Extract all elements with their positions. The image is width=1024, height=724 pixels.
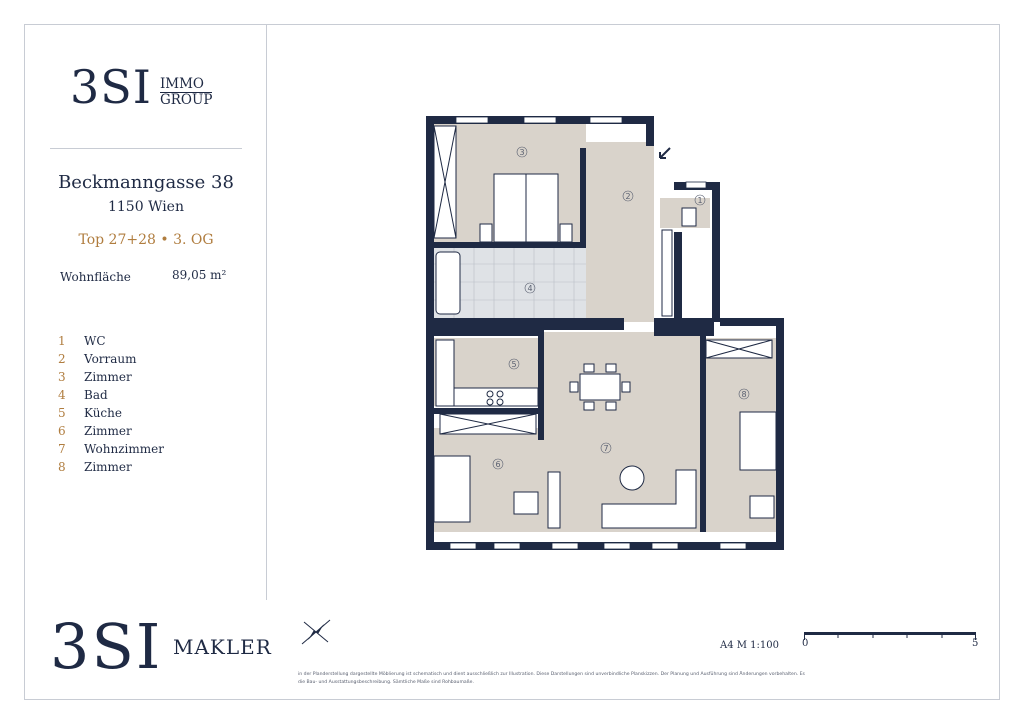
area-value: 89,05 m²	[172, 268, 227, 282]
bed-room-6	[433, 455, 539, 523]
scale-label: A4 M 1:100	[720, 640, 779, 651]
header-separator	[50, 148, 242, 149]
sidebar-divider	[266, 24, 267, 602]
coffee-table	[619, 465, 645, 491]
svg-text:4: 4	[527, 284, 532, 293]
north-compass-icon	[301, 619, 331, 645]
logo-sub-text: IMMO GROUP	[159, 76, 213, 108]
sofa	[601, 469, 697, 529]
logo-main-text: 3SI	[70, 60, 152, 114]
makler-logo-text: MAKLER	[173, 635, 272, 659]
bathtub	[435, 251, 461, 315]
property-city: 1150 Wien	[107, 199, 184, 215]
scale-bar	[804, 632, 976, 640]
immo-group-logo: 3SI IMMO GROUP	[70, 60, 213, 114]
wc-fixture	[681, 207, 697, 227]
bed-room-3	[479, 173, 573, 243]
kitchen-counter	[435, 339, 539, 407]
property-unit: Top 27+28 • 3. OG	[78, 232, 214, 248]
svg-text:1: 1	[697, 196, 702, 205]
sheet-frame	[24, 24, 1000, 700]
bed-room-8	[739, 411, 777, 519]
property-street: Beckmanngasse 38	[58, 172, 234, 193]
svg-text:7: 7	[603, 444, 608, 453]
scale-end: 5	[972, 638, 979, 649]
floor-plan: 3 2 1 4 5 7 6 8	[426, 116, 784, 550]
tv-unit	[547, 471, 561, 529]
dining-table	[569, 363, 631, 411]
svg-text:8: 8	[741, 390, 746, 399]
footnote: in der Planderstellung dargestellte Möbl…	[298, 672, 805, 685]
makler-logo-main: 3SI	[50, 610, 163, 683]
makler-logo: 3SI MAKLER	[26, 600, 296, 698]
svg-text:5: 5	[511, 360, 516, 369]
svg-text:6: 6	[495, 460, 500, 469]
svg-text:2: 2	[625, 192, 630, 201]
entrance-arrow-icon	[659, 147, 671, 159]
scale-start: 0	[802, 638, 809, 649]
area-label: Wohnfläche	[60, 270, 131, 284]
svg-text:3: 3	[519, 148, 524, 157]
